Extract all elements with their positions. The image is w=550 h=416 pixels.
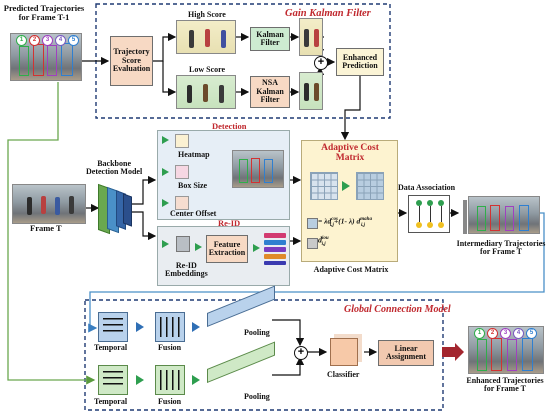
backbone-model-icon [98,183,134,236]
predicted-trajectories-label: Predicted Trajectories for Frame T-1 [3,3,85,22]
high-score-image [176,20,236,54]
frame-t-label: Frame T [30,223,62,233]
feature-out-arrow-icon [253,244,260,252]
pooling-label-upper: Pooling [244,328,270,337]
formula-cube-icon-1 [307,218,318,229]
temporal-upper-arrows-icon [103,318,123,336]
heatmap-cube-icon [175,134,189,148]
linear-assignment-box: Linear Assignment [378,340,434,366]
flow-arrow-icon-2 [192,322,200,332]
output-arrow-icon [442,347,456,357]
center-offset-arrow-icon [162,199,169,207]
feature-extraction-box: Feature Extraction [206,235,248,263]
temporal-label-upper: Temporal [94,343,128,352]
pooling-label-lower: Pooling [244,392,270,401]
gain-kalman-title: Gain Kalman Filter [285,8,371,19]
backbone-label: Backbone Detection Model [86,159,143,177]
predicted-id-badge-1: 1 [16,35,27,46]
nsa-kalman-filter-box: NSA Kalman Filter [250,76,290,108]
enhanced-id-badge-5: 5 [526,328,537,339]
feature-extraction-arrow-icon [195,243,202,251]
predicted-id-badge-4: 4 [55,35,66,46]
sum-node-upper: + [314,56,328,70]
feature-vectors-icon [264,233,286,265]
classifier-block [330,338,358,366]
enhanced-id-badge-1: 1 [474,328,485,339]
trajectory-score-evaluation-box: Trajectory Score Evaluation [110,36,153,86]
fusion-label-lower: Fusion [158,397,182,406]
detection-title: Detection [212,121,247,131]
heatmap-label: Heatmap [178,150,210,159]
enhanced-id-badge-2: 2 [487,328,498,339]
low-score-label: Low Score [189,65,226,74]
adaptive-cost-matrix-caption: Adaptive Cost Matrix [313,265,389,274]
formula-2: dioui,j [318,235,329,248]
output-arrow-head-icon [455,343,464,361]
flow-arrow-icon-3 [136,375,144,385]
heatmap-arrow-icon [162,136,169,144]
low-score-image [176,75,236,109]
intermediary-stack-shadow [463,200,467,234]
data-association-icon [408,195,450,233]
flow-arrow-icon-4 [192,375,200,385]
adaptive-cost-matrix-title: Adaptive Cost Matrix [321,143,379,163]
kalman-filter-box: Kalman Filter [250,27,290,51]
reid-title: Re-ID [218,218,241,228]
center-offset-cube-icon [175,196,189,210]
flow-arrow-icon-1 [136,322,144,332]
reid-embeddings-label: Re-ID Embeddings [165,261,208,279]
predicted-id-badge-5: 5 [68,35,79,46]
predicted-id-badge-2: 2 [29,35,40,46]
kalman-output-image-upper [299,18,323,56]
box-size-arrow-icon [162,168,169,176]
adapted-matrix-grid-icon [356,172,384,200]
intermediary-trajectories-label: Intermediary Trajectories for Frame T [456,239,546,257]
frame-t-image [12,184,86,224]
detection-output-image [232,150,284,188]
global-connection-title: Global Connection Model [344,304,451,315]
intermediary-trajectories-image [468,196,540,234]
enhanced-prediction-box: Enhanced Prediction [336,48,384,76]
reid-arrow-icon [162,240,169,248]
box-size-cube-icon [175,165,189,179]
fusion-upper-arrows-icon [160,317,180,337]
fusion-label-upper: Fusion [158,343,182,352]
classifier-label: Classifier [327,370,360,379]
data-association-label: Data Association [398,183,456,192]
high-score-label: High Score [188,10,226,19]
formula-cube-icon-2 [307,238,318,249]
reid-embeddings-cube-icon [176,236,190,252]
box-size-label: Box Size [178,181,208,190]
temporal-label-lower: Temporal [94,397,128,406]
sum-node-lower: + [294,346,308,360]
center-offset-label: Center Offset [170,209,217,218]
enhanced-id-badge-4: 4 [513,328,524,339]
fusion-lower-arrows-icon [160,370,180,390]
cost-matrix-grid-icon [310,172,338,200]
matrix-arrow-icon [342,181,350,191]
enhanced-id-badge-3: 3 [500,328,511,339]
predicted-id-badge-3: 3 [42,35,53,46]
temporal-lower-arrows-icon [103,371,123,389]
formula-1: = λdcosi,j+(1- λ) dmahai,j [318,216,372,228]
kalman-output-image-lower [299,72,323,110]
enhanced-trajectories-label: Enhanced Trajectories for Frame T [466,376,544,394]
